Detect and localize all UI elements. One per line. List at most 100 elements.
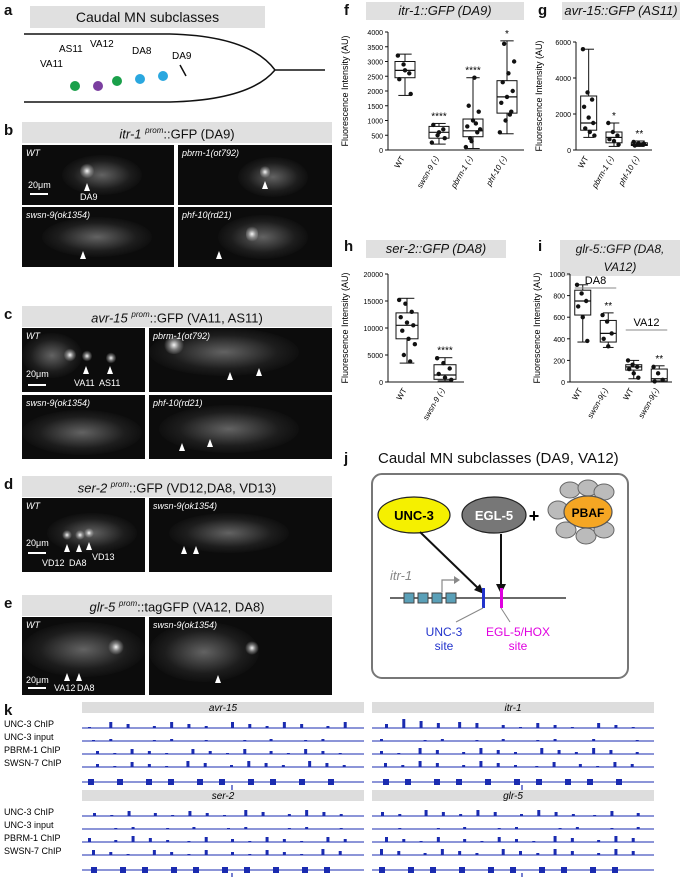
chip-peak: [126, 724, 130, 728]
chip-peak: [339, 814, 343, 816]
chip-peak: [305, 810, 309, 816]
chip-peak: [501, 725, 505, 728]
x-tick-label: swsn-9(-): [586, 386, 611, 420]
chip-peak: [475, 723, 479, 728]
chip-peak: [475, 853, 479, 855]
chip-peak: [191, 749, 195, 754]
chip-peak: [282, 722, 286, 728]
pbaf-complex: [547, 479, 615, 545]
panel-label-d: d: [4, 476, 14, 493]
chip-peak: [613, 762, 617, 767]
x-tick-label: swsn-9 (-): [415, 154, 441, 190]
gene-header: [82, 790, 364, 801]
unc3-label: UNC-3: [394, 508, 434, 523]
panel-label-i: i: [538, 238, 543, 255]
chip-peak: [423, 740, 427, 741]
chip-peak: [380, 739, 383, 741]
chip-peak: [243, 740, 247, 741]
chip-peak: [342, 765, 346, 767]
significance-label: ****: [431, 111, 447, 122]
data-point: [583, 126, 588, 131]
data-point: [583, 298, 589, 304]
chip-peak: [631, 851, 635, 855]
data-point: [467, 136, 473, 141]
chip-peak: [187, 854, 191, 855]
data-point: [412, 342, 418, 347]
chip-peak: [287, 828, 291, 829]
chip-peak: [281, 765, 285, 767]
track-label: SWSN-7 ChIP: [4, 846, 62, 856]
x-tick-label: WT: [570, 386, 584, 401]
chip-peak: [537, 810, 541, 816]
significance-label: *: [612, 111, 616, 122]
chip-peak: [321, 739, 325, 741]
chip-peak: [380, 751, 383, 754]
data-point: [581, 104, 587, 110]
chip-peak: [401, 765, 405, 767]
chip-peak: [497, 837, 501, 842]
gene-exon: [171, 867, 177, 873]
data-point: [503, 118, 508, 123]
chip-peak: [110, 815, 114, 816]
gene-exon: [270, 779, 276, 785]
panel-b-title: itr-1 prom::GFP (DA9): [22, 122, 332, 144]
chip-peak: [458, 851, 462, 855]
y-tick-label: 15000: [364, 299, 384, 306]
chip-peak: [188, 811, 192, 816]
chip-peak: [635, 740, 639, 741]
y-tick-label: 1500: [367, 104, 383, 111]
y-tick-label: 800: [553, 294, 565, 301]
exon: [417, 592, 429, 604]
hox-site-mark: [500, 588, 503, 608]
gene-exon: [485, 779, 491, 785]
chip-peak: [419, 721, 423, 728]
gene-exon: [168, 779, 174, 785]
data-point: [398, 315, 403, 320]
neuron-va12: [112, 76, 122, 86]
chip-peak: [553, 836, 557, 842]
chip-peak: [519, 727, 522, 728]
image-d-wt: WT VD12 DA8 VD13 20μm: [22, 498, 145, 572]
chip-peak: [109, 722, 113, 728]
chip-peak: [515, 827, 518, 829]
chart-f-title: itr-1::GFP (DA9): [366, 2, 524, 20]
chip-peak: [147, 751, 151, 754]
panel-label-j: j: [344, 450, 349, 467]
chip-peak: [597, 723, 601, 728]
chip-peak: [261, 812, 265, 816]
data-point: [631, 139, 636, 145]
y-tick-label: 0: [561, 380, 565, 387]
gene-exon: [616, 779, 622, 785]
chip-peak: [231, 852, 234, 855]
gene-exon: [514, 779, 520, 785]
chip-peak: [126, 854, 130, 855]
chip-peak: [282, 852, 286, 855]
gene-exon: [383, 779, 389, 785]
chip-peak: [205, 813, 209, 816]
chip-peak: [304, 740, 308, 741]
y-tick-label: 10000: [364, 326, 384, 333]
x-tick-label: WT: [621, 386, 635, 401]
data-point: [606, 344, 611, 349]
significance-label: **: [604, 301, 612, 312]
chip-peak: [204, 837, 208, 842]
data-point: [580, 315, 585, 320]
chip-peak: [636, 813, 640, 816]
gene-exon: [324, 867, 330, 873]
gene-name: glr-5: [503, 791, 523, 802]
data-point: [500, 79, 505, 85]
data-point: [604, 319, 610, 324]
data-point: [615, 133, 620, 138]
data-point: [499, 100, 504, 106]
chip-peak: [148, 838, 152, 842]
chip-peak: [208, 751, 212, 754]
data-point: [436, 371, 441, 377]
data-point: [476, 109, 481, 114]
gene-exon: [328, 779, 334, 785]
gene-exon: [197, 779, 203, 785]
chip-peak: [418, 761, 422, 767]
gene-exon: [408, 867, 414, 873]
plus-sign: +: [529, 506, 540, 526]
